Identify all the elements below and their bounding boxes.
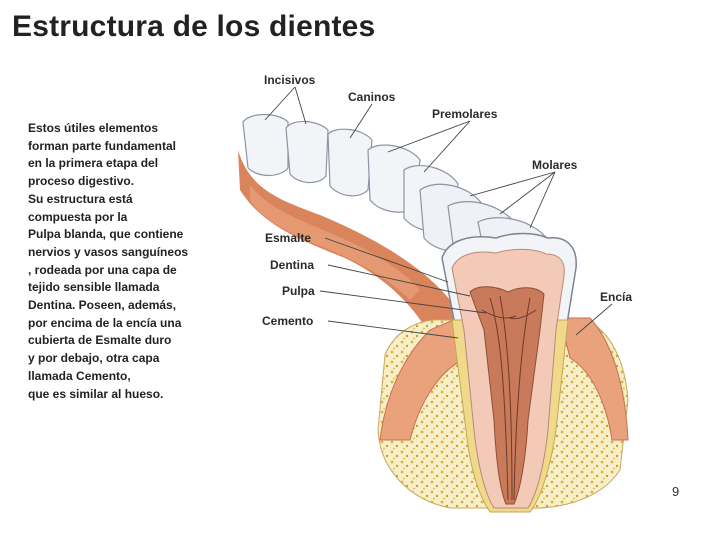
label-pulpa: Pulpa [282,284,315,298]
description-line: y por debajo, otra capa [28,351,160,366]
label-encia: Encía [600,290,633,304]
slide-title: Estructura de los dientes [12,10,376,43]
description-line: tejido sensible llamada [28,280,160,295]
incisors [242,113,329,184]
tooth-structure-illustration [238,86,629,513]
description-line: Dentina. Poseen, además, [28,298,177,313]
description-line: llamada Cemento, [28,368,131,383]
label-caninos: Caninos [348,90,396,104]
right-margin [670,0,720,540]
description-line: cubierta de Esmalte duro [28,333,172,348]
description-line: Estos útiles elementos [28,121,159,135]
description-line: Pulpa blanda, que contiene [28,227,184,242]
description-line: por encima de la encía una [28,315,182,330]
leader-lines [264,86,613,339]
label-dentina: Dentina [270,258,315,272]
description-line: en la primera etapa del [28,156,159,171]
description-line: que es similar al hueso. [28,386,164,401]
description-line: Su estructura está [28,191,133,206]
label-molares: Molares [532,158,578,172]
description-line: forman parte fundamental [28,138,177,153]
canines [327,128,373,197]
gum-arch-light [250,185,420,300]
gum-section-right [559,317,629,441]
description-line: nervios y vasos sanguíneos [28,244,189,259]
label-premolares: Premolares [432,107,498,121]
label-esmalte: Esmalte [265,231,312,245]
description-line: compuesta por la [28,209,128,224]
page-number: 9 [672,484,680,499]
description-text: Estos útiles elementos forman parte fund… [28,120,228,403]
slide: Estructura de los dientes Estos útiles e… [12,10,633,513]
nerve-strands [481,295,537,501]
label-cemento: Cemento [262,314,314,328]
label-incisivos: Incisivos [264,73,316,87]
description-line: proceso digestivo. [28,174,135,189]
pulp-chamber [469,286,545,505]
description-line: , rodeada por una capa de [28,262,177,277]
